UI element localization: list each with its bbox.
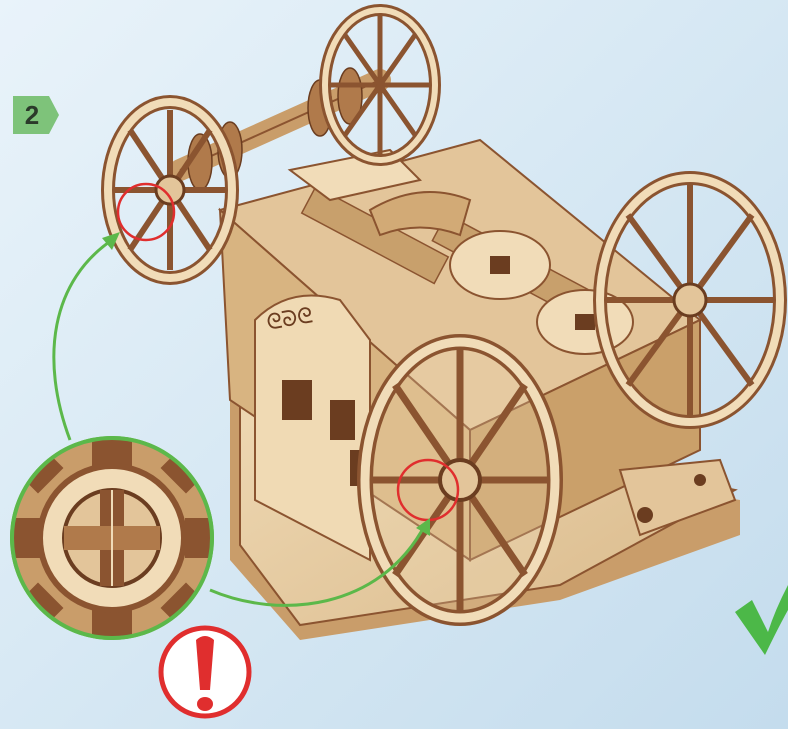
step-number: 2 (13, 96, 51, 134)
wheel-front (365, 342, 555, 618)
checkmark-icon (735, 585, 788, 655)
wheel-back-right (325, 10, 435, 160)
callout-arrow-top (54, 238, 115, 440)
cam-upper (450, 231, 550, 299)
step-badge-icon: 2 (13, 96, 59, 134)
wheel-back-left (108, 102, 232, 278)
wheel-right (600, 178, 780, 422)
exclamation-warning-icon (161, 628, 249, 716)
zoom-detail-circle (0, 430, 230, 650)
